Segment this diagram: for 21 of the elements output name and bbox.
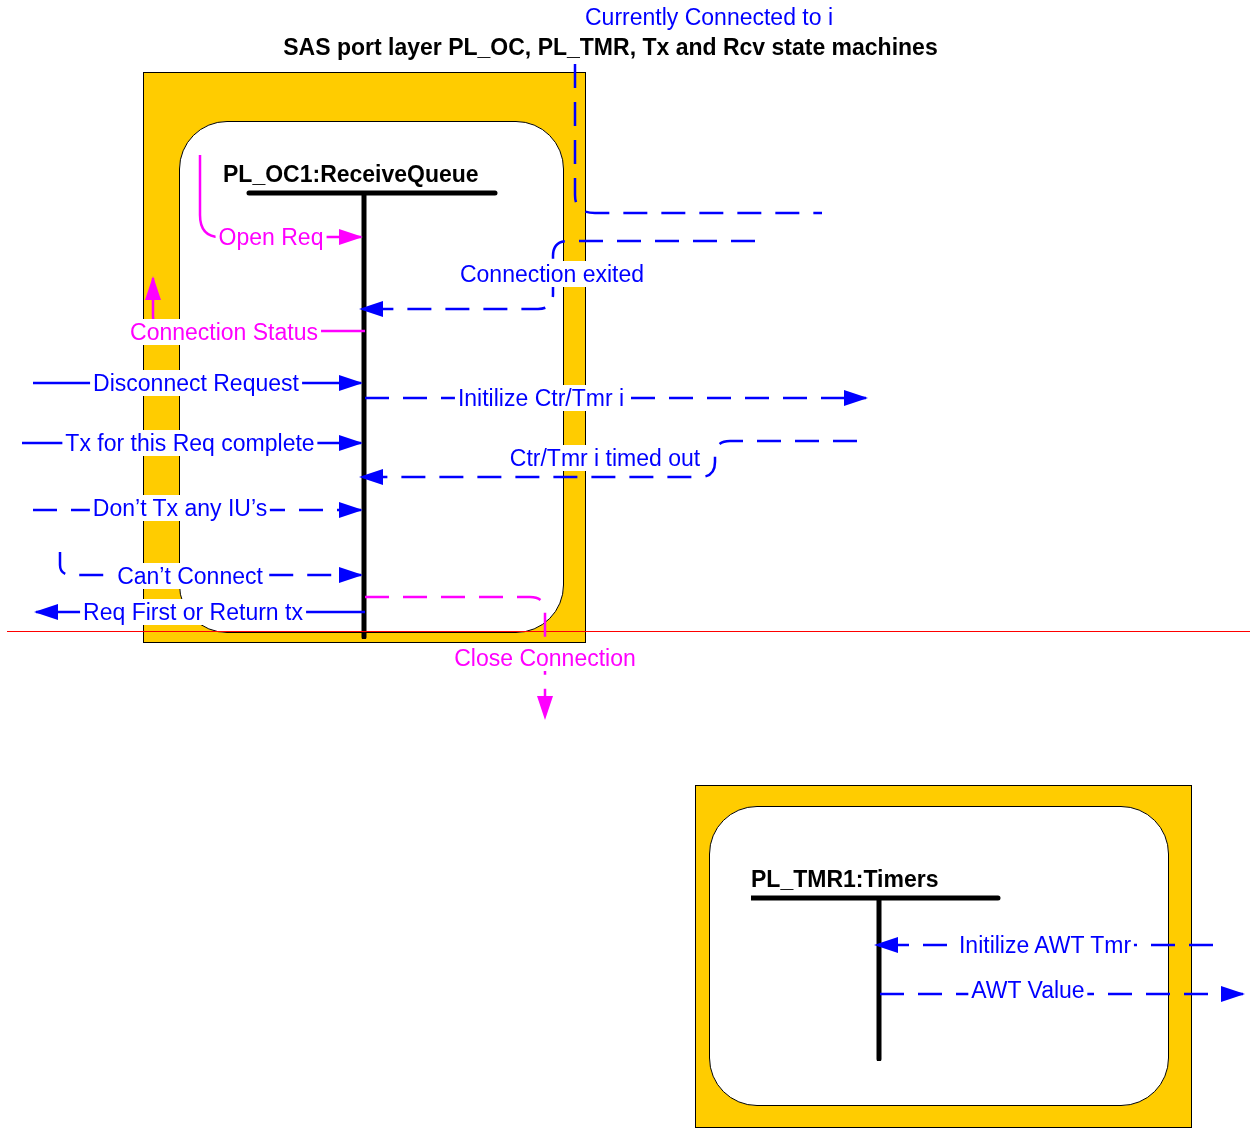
arrow — [145, 276, 365, 333]
arrow — [880, 986, 1245, 1002]
edge-label: Don’t Tx any IU’s — [89, 495, 271, 521]
edge-label: Disconnect Request — [90, 370, 302, 396]
arrow — [874, 937, 1213, 953]
signal-label: Currently Connected to i — [585, 4, 833, 31]
edge-label: Can’t Connect — [114, 563, 266, 589]
diagram-title: SAS port layer PL_OC, PL_TMR, Tx and Rcv state machines — [282, 34, 939, 61]
arrow — [33, 502, 363, 518]
lifeline-title: PL_OC1:ReceiveQueue — [223, 161, 479, 188]
arrow — [359, 439, 857, 485]
arrow — [365, 595, 553, 720]
state-frame — [695, 785, 1192, 1128]
lifeline-title: PL_TMR1:Timers — [751, 866, 939, 893]
arrow — [359, 239, 755, 317]
arrow — [365, 390, 868, 406]
arrow — [198, 155, 363, 245]
arrow — [34, 604, 365, 620]
edge-label: Req First or Return tx — [80, 599, 306, 625]
arrow — [33, 375, 363, 391]
arrow — [58, 552, 363, 583]
